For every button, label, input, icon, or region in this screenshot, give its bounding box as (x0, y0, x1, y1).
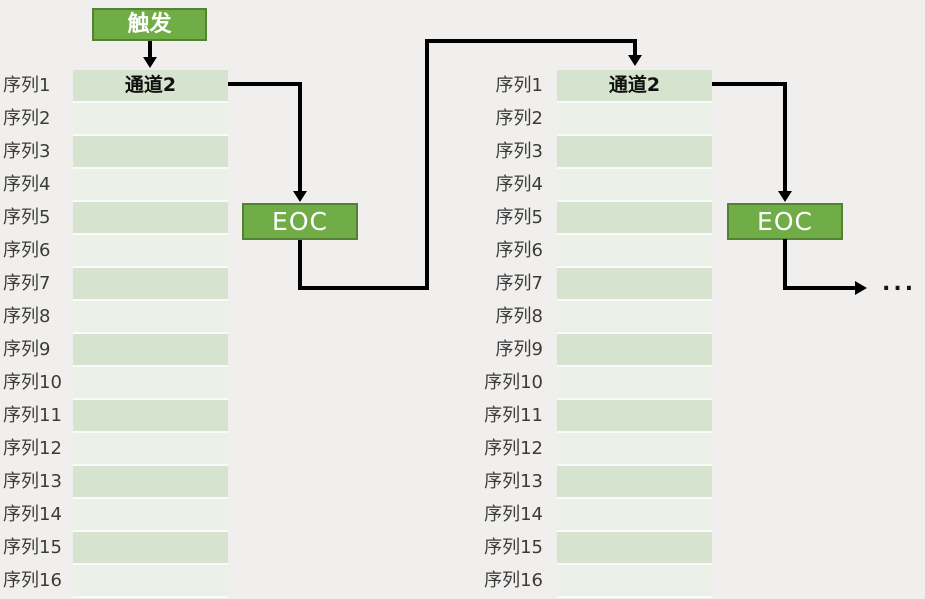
left-sequence-labels: 序列1 序列2 序列3 序列4 序列5 序列6 序列7 序列8 序列9 序列10 序列11 序列12 序… (3, 70, 67, 598)
table-row (73, 235, 228, 268)
sequence-label: 序列16 (484, 570, 543, 591)
sequence-label: 序列9 (495, 339, 543, 360)
table-row (73, 466, 228, 499)
sequence-label: 序列11 (484, 405, 543, 426)
table-row (557, 268, 712, 301)
arrow-continue-head-icon (855, 281, 867, 295)
sequence-label: 序列14 (3, 504, 62, 525)
sequence-label: 序列7 (3, 273, 51, 294)
table-row (557, 103, 712, 136)
table-row (73, 499, 228, 532)
sequence-label: 序列13 (484, 471, 543, 492)
loop-top-h-line (425, 39, 637, 43)
continue-stub-down-line (783, 239, 787, 290)
right-sequence-table: 通道2 (557, 70, 712, 598)
arrow-right-eoc-head-icon (778, 191, 792, 202)
eoc-box-right: EOC (727, 203, 843, 240)
table-row (557, 367, 712, 400)
sequence-label: 序列10 (484, 372, 543, 393)
sequence-label: 序列2 (495, 108, 543, 129)
sequence-label: 序列12 (3, 438, 62, 459)
table-row: 通道2 (557, 70, 712, 103)
sequence-label: 序列2 (3, 108, 51, 129)
table-row (557, 400, 712, 433)
arrow-left-eoc-head-icon (293, 191, 307, 202)
right-sequence-labels: 序列1 序列2 序列3 序列4 序列5 序列6 序列7 序列8 序列9 序列10 序列11 序列12 序… (466, 70, 543, 598)
table-row (557, 136, 712, 169)
table-row: 通道2 (73, 70, 228, 103)
table-row (557, 499, 712, 532)
table-row (73, 202, 228, 235)
eoc-box-left: EOC (242, 203, 358, 240)
table-row (73, 367, 228, 400)
left-sequence-table: 通道2 (73, 70, 228, 598)
table-row (557, 466, 712, 499)
sequence-label: 序列16 (3, 570, 62, 591)
arrow-trigger-line (148, 41, 152, 59)
arrow-trigger-head-icon (143, 57, 157, 68)
table-row (73, 400, 228, 433)
sequence-label: 序列4 (495, 174, 543, 195)
arrow-right-table-head-icon (628, 55, 642, 66)
table-row (73, 169, 228, 202)
table-row (73, 433, 228, 466)
table-row (73, 103, 228, 136)
loop-bottom-h-line (298, 286, 429, 290)
channel-cell-text: 通道2 (608, 74, 661, 96)
table-row (557, 169, 712, 202)
continue-h-line (783, 286, 855, 290)
trigger-box: 触发 (92, 8, 207, 41)
table-row (73, 565, 228, 598)
table-row (557, 202, 712, 235)
arrow-left-row1-v-line (298, 82, 302, 192)
sequence-label: 序列5 (3, 207, 51, 228)
sequence-label: 序列14 (484, 504, 543, 525)
sequence-label: 序列8 (495, 306, 543, 327)
sequence-label: 序列5 (495, 207, 543, 228)
loop-long-v-line (425, 39, 429, 290)
table-row (73, 532, 228, 565)
table-row (557, 235, 712, 268)
sequence-label: 序列8 (3, 306, 51, 327)
table-row (557, 433, 712, 466)
arrow-left-row1-h-line (228, 82, 302, 86)
sequence-label: 序列15 (3, 537, 62, 558)
table-row (557, 334, 712, 367)
sequence-label: 序列1 (3, 75, 51, 96)
table-row (557, 301, 712, 334)
sequence-label: 序列6 (3, 240, 51, 261)
ellipsis-text: ... (882, 271, 917, 296)
sequence-label: 序列1 (495, 75, 543, 96)
table-row (73, 136, 228, 169)
channel-cell-text: 通道2 (124, 74, 177, 96)
sequence-label: 序列11 (3, 405, 62, 426)
table-row (73, 334, 228, 367)
sequence-label: 序列13 (3, 471, 62, 492)
sequence-label: 序列10 (3, 372, 62, 393)
table-row (557, 565, 712, 598)
table-row (73, 268, 228, 301)
sequence-label: 序列9 (3, 339, 51, 360)
loop-stub-down-line (298, 240, 302, 290)
sequence-label: 序列7 (495, 273, 543, 294)
arrow-right-row1-h-line (712, 82, 787, 86)
sequence-label: 序列3 (495, 141, 543, 162)
sequence-label: 序列6 (495, 240, 543, 261)
sequence-label: 序列15 (484, 537, 543, 558)
sequence-label: 序列3 (3, 141, 51, 162)
table-row (557, 532, 712, 565)
loop-stub-into-table-line (633, 39, 637, 57)
sequence-label: 序列12 (484, 438, 543, 459)
sequence-label: 序列4 (3, 174, 51, 195)
arrow-right-row1-v-line (783, 82, 787, 192)
table-row (73, 301, 228, 334)
